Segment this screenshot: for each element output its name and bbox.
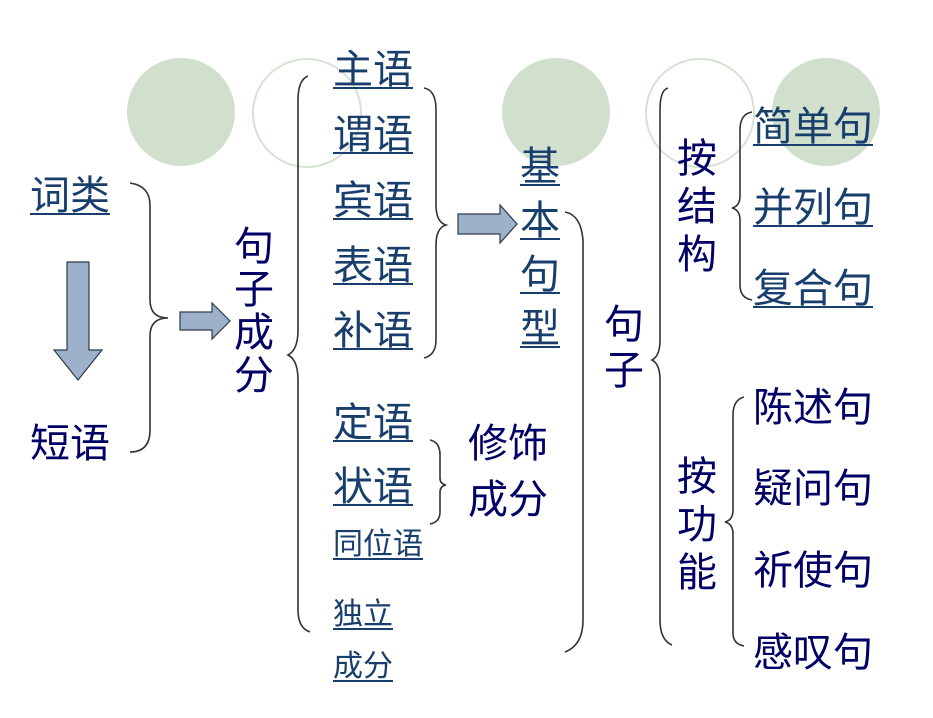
basic-patterns-link[interactable]: 基本句型 [520, 144, 560, 352]
decorative-circle-1 [127, 58, 235, 166]
element-independent-link-line2[interactable]: 成分 [333, 649, 393, 684]
right-arrow-icon [179, 301, 231, 341]
decorative-ring-2 [645, 58, 755, 168]
exclamatory-sentence-label: 感叹句 [753, 630, 873, 676]
modifier-label-line1: 修饰 [468, 421, 548, 467]
brace-core [423, 87, 449, 359]
decorative-circle-3 [772, 58, 880, 166]
element-object-link[interactable]: 宾语 [333, 178, 413, 224]
element-attributive-link[interactable]: 定语 [333, 400, 413, 446]
element-appositive-link[interactable]: 同位语 [333, 527, 423, 562]
decorative-circle-2 [502, 58, 610, 166]
element-adverbial-link[interactable]: 状语 [333, 464, 413, 510]
word-class-link[interactable]: 词类 [30, 173, 110, 219]
element-complement-link[interactable]: 补语 [333, 308, 413, 354]
down-arrow-icon [52, 261, 104, 381]
brace-sentence [650, 87, 673, 646]
brace-function [724, 396, 745, 647]
sentence-label: 句子 [604, 302, 644, 394]
interrogative-sentence-label: 疑问句 [753, 466, 873, 512]
by-function-label: 按功能 [677, 454, 717, 596]
modifier-label-line2: 成分 [468, 477, 548, 523]
brace-sentence-elements [286, 75, 311, 633]
brace-modifier [429, 439, 447, 525]
element-subject-link[interactable]: 主语 [333, 47, 413, 93]
compound-sentence-link[interactable]: 并列句 [753, 185, 873, 231]
decorative-ring-1 [252, 58, 362, 168]
phrase-label: 短语 [30, 421, 110, 467]
element-predicative-link[interactable]: 表语 [333, 243, 413, 289]
simple-sentence-link[interactable]: 简单句 [753, 104, 873, 150]
element-independent-link-line1[interactable]: 独立 [333, 597, 393, 632]
sentence-elements-label: 句子成分 [234, 224, 274, 399]
complex-sentence-link[interactable]: 复合句 [753, 266, 873, 312]
brace-basic [564, 211, 584, 653]
element-predicate-link[interactable]: 谓语 [333, 112, 413, 158]
imperative-sentence-label: 祈使句 [753, 548, 873, 594]
by-structure-label: 按结构 [677, 136, 717, 278]
declarative-sentence-label: 陈述句 [753, 385, 873, 431]
right-arrow-icon [457, 203, 518, 245]
brace-left [129, 182, 169, 453]
brace-structure [731, 111, 753, 301]
